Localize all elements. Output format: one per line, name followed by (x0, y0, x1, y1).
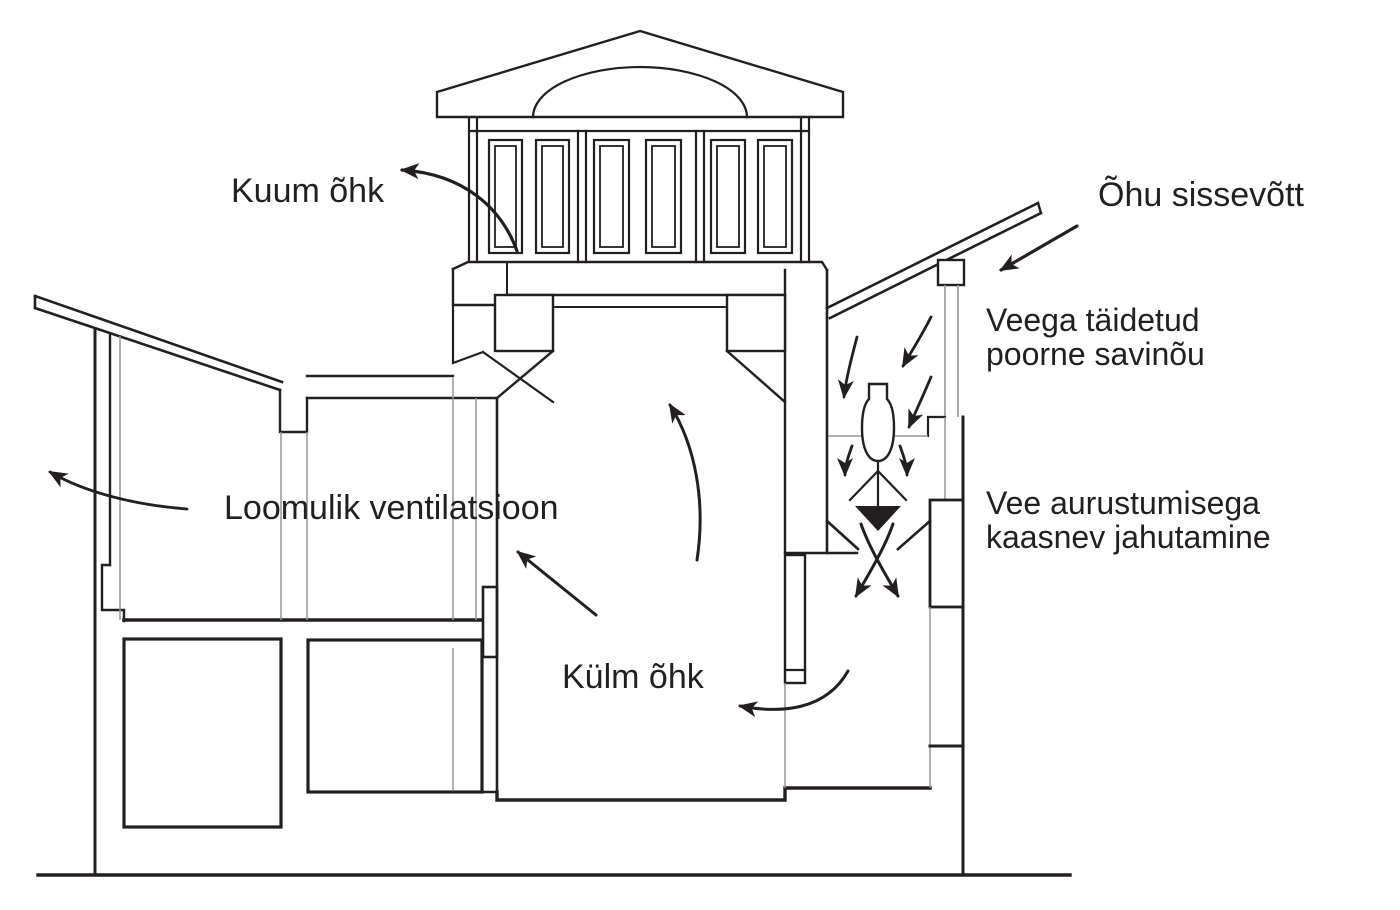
evaporative-cooling-label: Vee aurustumisega kaasnev jahutamine (986, 486, 1271, 554)
tower-windows (467, 117, 811, 264)
clay-vessel-label: Veega täidetud poorne savinõu (986, 303, 1205, 371)
cross-flow-arrow-right (859, 522, 900, 598)
right-wing (783, 201, 1043, 877)
inlet-arrow-upper-right (901, 315, 933, 368)
main-hall (480, 396, 932, 802)
ceiling-chamfer-right (725, 349, 787, 404)
natural-ventilation-arrow (48, 470, 189, 511)
inlet-arrow-lower-right (907, 375, 933, 429)
hall-floor (495, 786, 932, 802)
natural-ventilation-label: Loomulik ventilatsioon (224, 489, 559, 527)
cold-air-arrow (738, 669, 850, 718)
ceiling-chamfer-left (495, 349, 555, 400)
left-wall-notch (100, 563, 126, 623)
left-wing (33, 294, 499, 877)
inlet-arrow-left (837, 335, 859, 399)
basement-room-right (306, 638, 484, 794)
hot-air-label: Kuum õhk (231, 172, 385, 210)
room-updraft-arrow (516, 550, 598, 617)
airflow-arrows (48, 163, 1079, 718)
air-intake-arrow (999, 224, 1079, 272)
window-pane-inner (494, 145, 787, 248)
roof-support-post (936, 258, 966, 287)
window-panes (487, 138, 794, 255)
wind-catcher-base (451, 260, 859, 555)
base-slab-top (451, 260, 829, 272)
right-pillar (725, 293, 787, 353)
evaporative-cooling-label-line1: Vee aurustumisega (986, 485, 1260, 521)
clay-vessel-group (848, 382, 908, 531)
window-mullions (576, 129, 706, 264)
clay-vessel (860, 382, 896, 463)
vessel-side-arrow-right (898, 444, 915, 477)
pediment-roof (435, 29, 845, 119)
cold-air-label: Külm õhk (562, 658, 704, 696)
left-vent-diagonal (481, 350, 555, 404)
clay-vessel-label-line1: Veega täidetud (986, 302, 1200, 338)
left-room-columns (119, 336, 477, 790)
right-wall-beam (928, 498, 965, 609)
hot-air-arrow (400, 163, 519, 253)
air-funnel (825, 519, 932, 551)
drip-triangle-icon (855, 506, 901, 531)
left-roof (33, 294, 284, 392)
left-vent-step (451, 303, 485, 365)
left-pillar (493, 293, 555, 353)
right-roof-cap (1036, 201, 1043, 215)
evaporative-cooling-label-line2: kaasnev jahutamine (986, 519, 1271, 555)
right-wall-step-top (926, 415, 947, 438)
left-room-ceiling (305, 374, 499, 400)
right-roof (825, 201, 1043, 320)
right-window-column (944, 285, 959, 417)
clay-vessel-label-line2: poorne savinõu (986, 336, 1205, 372)
door-jamb (783, 553, 807, 685)
hall-updraft-arrow (668, 403, 702, 562)
cross-flow-arrow-left (854, 522, 895, 598)
vessel-side-arrow-left (837, 444, 854, 477)
vessel-stand (848, 469, 908, 502)
wind-tower (435, 29, 859, 555)
air-intake-label: Õhu sissevõtt (1098, 176, 1304, 214)
floor-bracket (481, 585, 499, 659)
roof-end-post (278, 388, 309, 434)
dome-arc (531, 65, 749, 119)
basement-room-left (122, 637, 283, 829)
